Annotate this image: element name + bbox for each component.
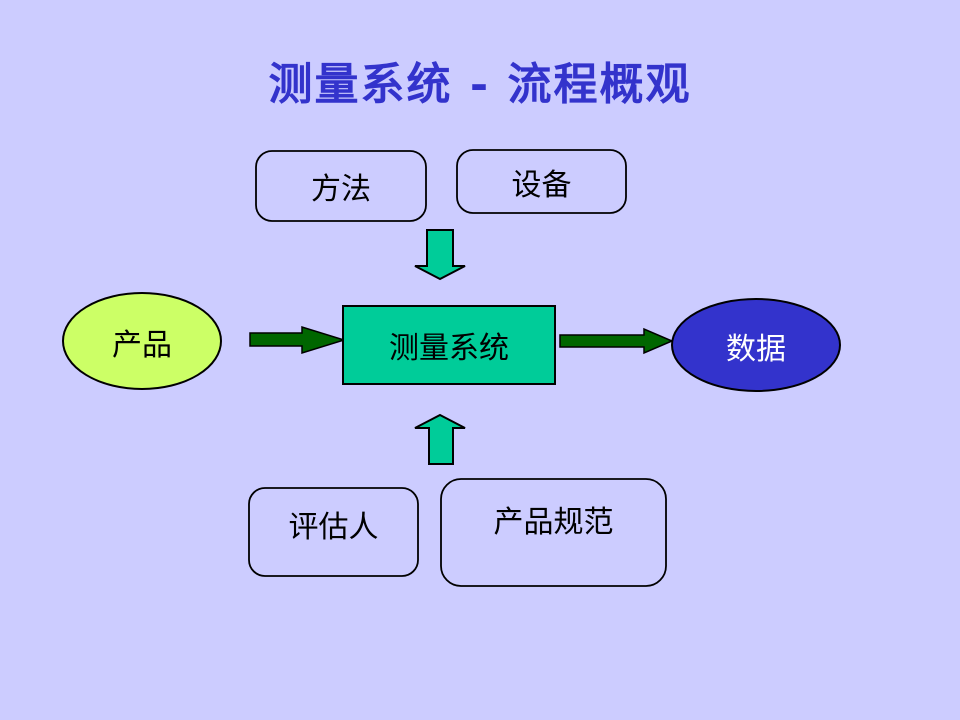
measurement-system-label: 测量系统 xyxy=(389,331,509,366)
equipment-label: 设备 xyxy=(511,167,572,203)
data-ellipse xyxy=(671,298,841,392)
up-arrow-icon xyxy=(414,413,466,465)
left-flow-arrow-icon xyxy=(249,325,347,355)
data-label: 数据 xyxy=(726,331,786,367)
product-ellipse xyxy=(62,292,222,390)
slide-title: 测量系统 - 流程概观 xyxy=(268,59,692,110)
product-spec-box xyxy=(440,478,667,587)
method-label: 方法 xyxy=(311,172,371,207)
down-arrow-icon xyxy=(414,229,466,281)
product-label: 产品 xyxy=(112,327,172,363)
right-flow-arrow-icon xyxy=(559,327,674,355)
equipment-box xyxy=(456,149,627,214)
product-spec-label: 产品规范 xyxy=(493,505,614,540)
appraiser-label: 评估人 xyxy=(288,510,379,545)
method-box xyxy=(255,150,427,222)
appraiser-box xyxy=(248,487,419,577)
measurement-system-box xyxy=(342,305,556,385)
